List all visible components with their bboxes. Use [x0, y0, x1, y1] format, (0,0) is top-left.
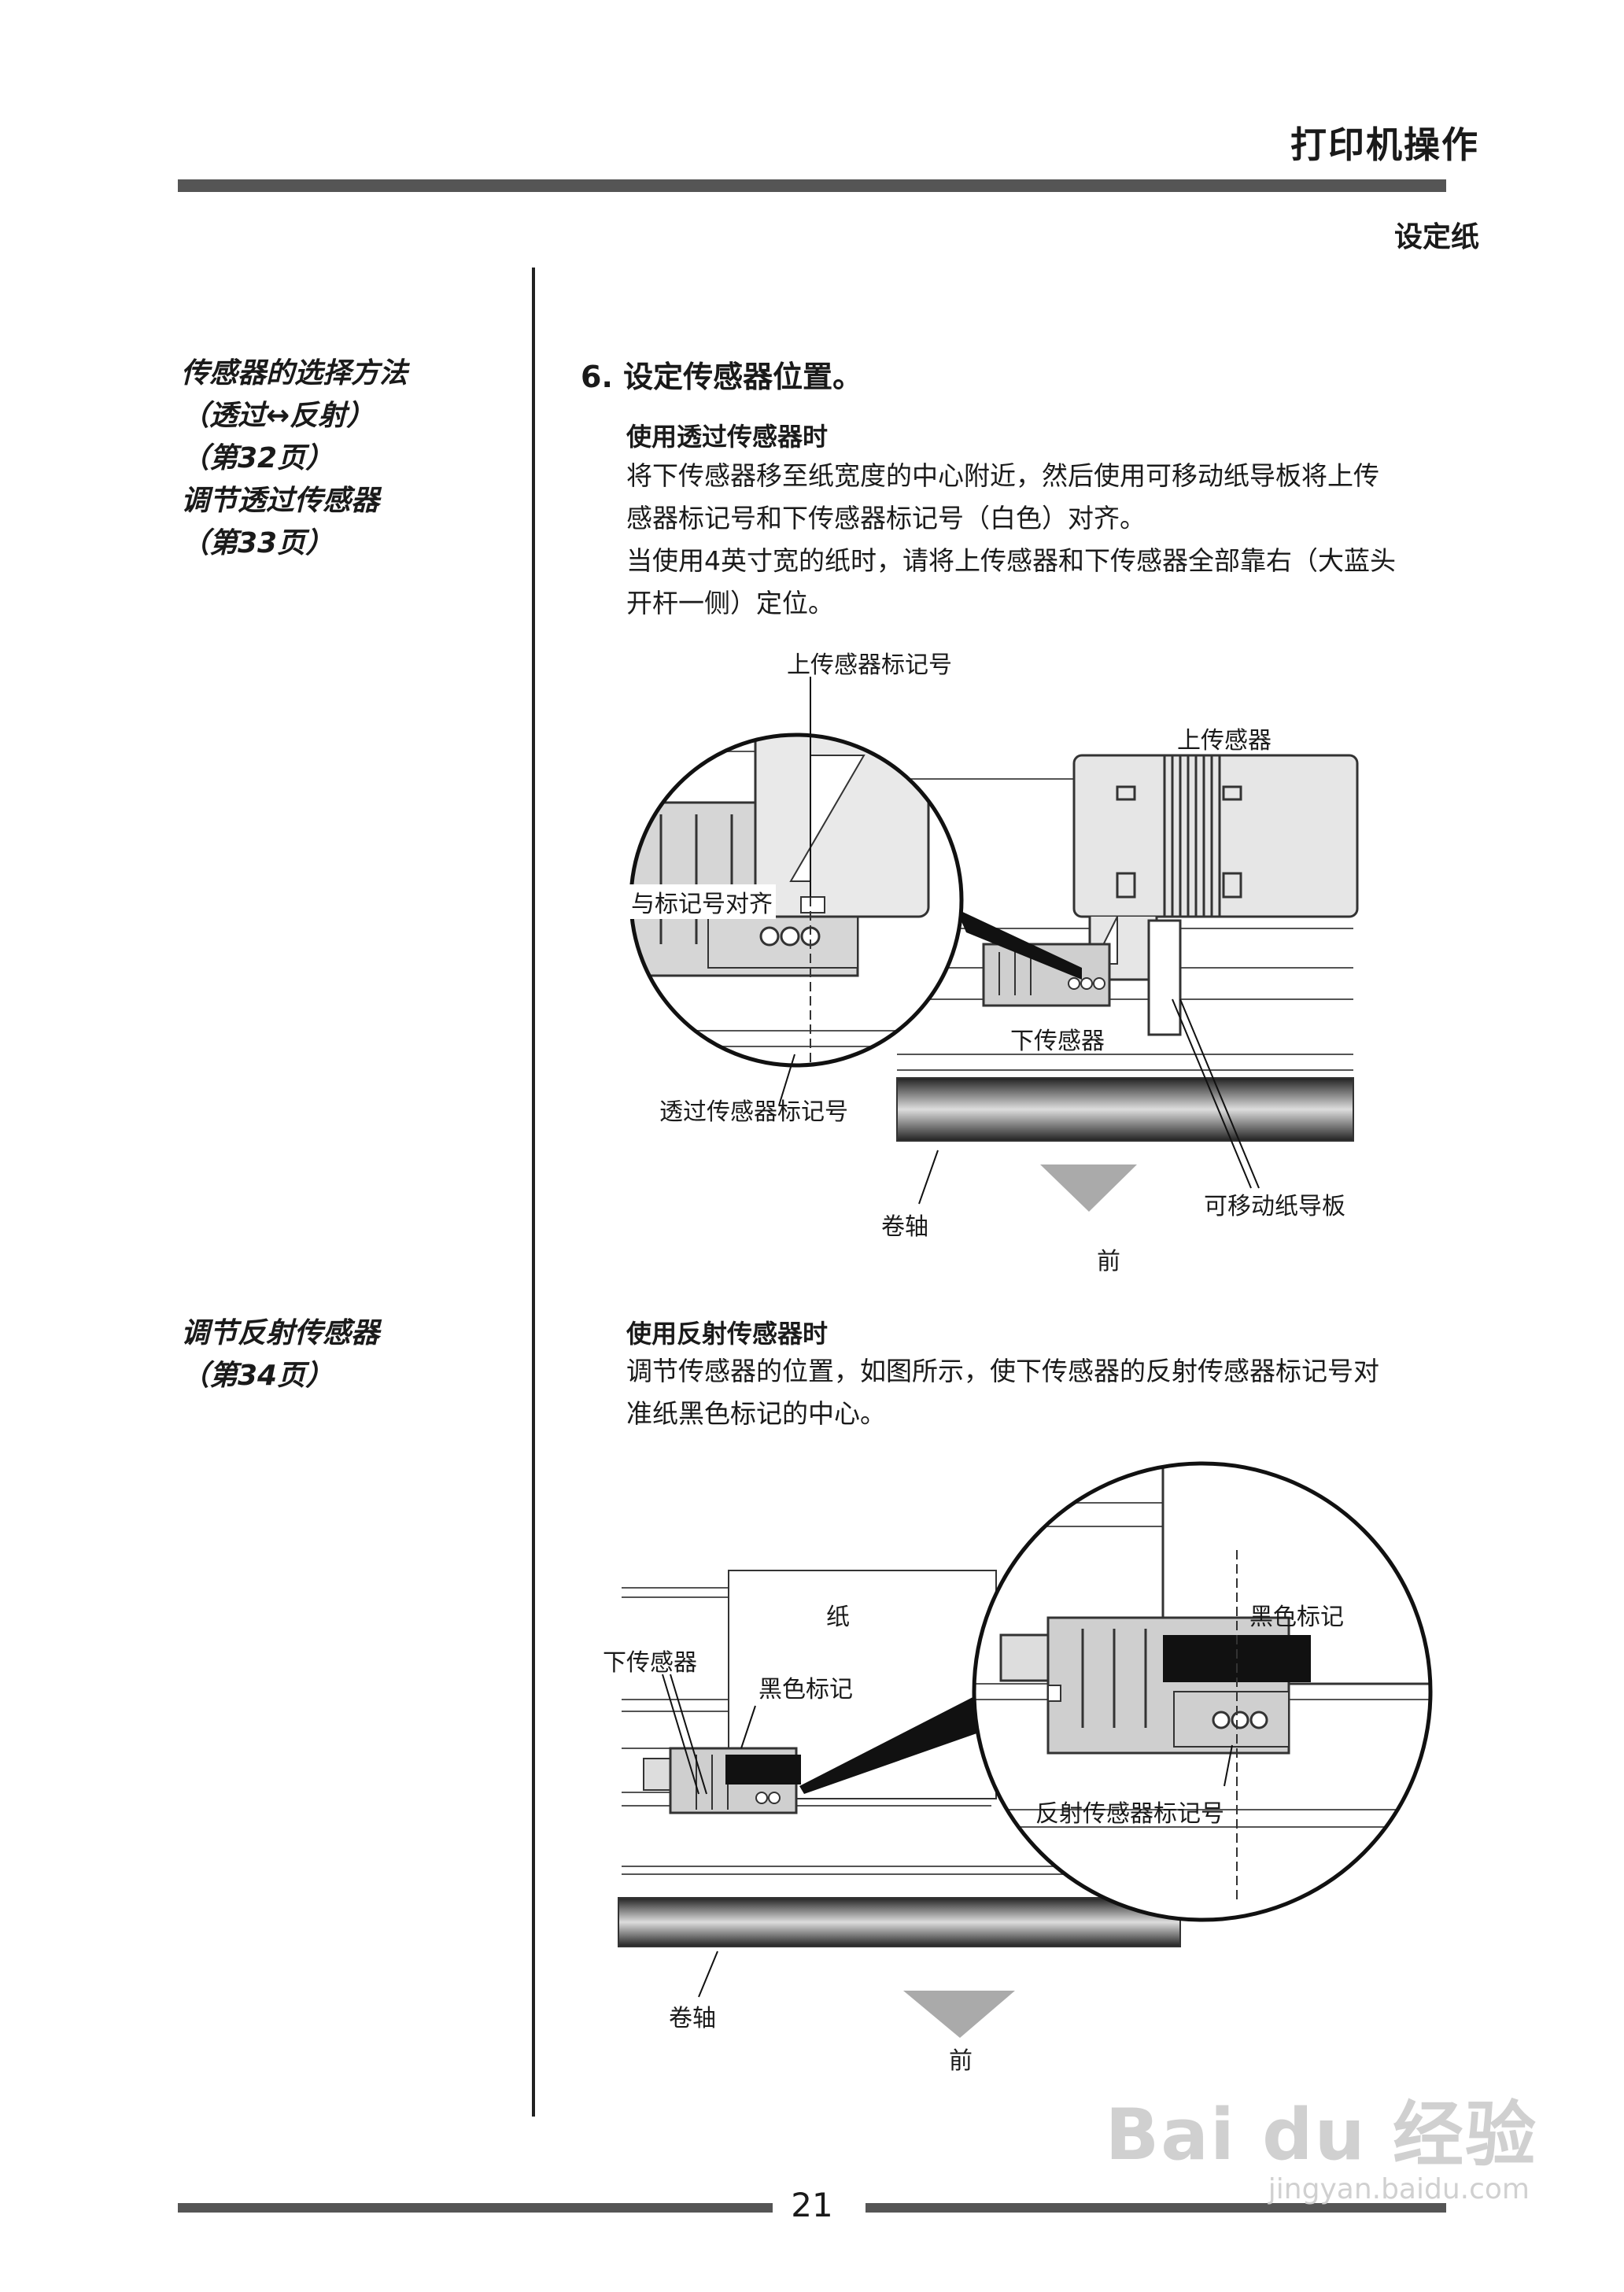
watermark-url: jingyan.baidu.com [1268, 2173, 1530, 2205]
side-note-line: （第33页） [181, 527, 334, 559]
section-title: 设定纸 [1393, 221, 1479, 253]
label-black-mark: 黑色标记 [758, 1676, 853, 1703]
transmission-paragraph: 将下传感器移至纸宽度的中心附近，然后使用可移动纸导板将上传 感器标记号和下传感器… [626, 455, 1452, 625]
column-divider [532, 268, 535, 2117]
side-note-line: （第34页） [181, 1360, 334, 1392]
paragraph-line: 感器标记号和下传感器标记号（白色）对齐。 [626, 503, 1146, 533]
label-paper: 纸 [826, 1604, 850, 1631]
label-front: 前 [1097, 1248, 1120, 1275]
leader-lines [662, 1674, 1233, 1998]
transmission-figure [629, 677, 1359, 1212]
label-paper-guide: 可移动纸导板 [1204, 1193, 1345, 1220]
label-front: 前 [949, 2047, 973, 2075]
paragraph-line: 准纸黑色标记的中心。 [626, 1398, 886, 1429]
black-mark [725, 1755, 801, 1785]
zoom-wedge [799, 1692, 984, 1794]
page-header-title: 打印机操作 [1290, 124, 1479, 166]
side-note-line: 传感器的选择方法 [181, 357, 408, 389]
leader-lines [778, 677, 1260, 1205]
watermark-logo: Bai du 经验 [1105, 2094, 1537, 2176]
footer-rule-left [178, 2203, 773, 2213]
roller [618, 1897, 1181, 1947]
paragraph-line: 开杆一侧）定位。 [626, 588, 834, 618]
paragraph-line: 当使用4英寸宽的纸时，请将上传感器和下传感器全部靠右（大蓝头 [626, 545, 1396, 576]
paragraph-line: 调节传感器的位置，如图所示，使下传感器的反射传感器标记号对 [626, 1356, 1379, 1386]
side-note-line: 调节透过传感器 [181, 485, 380, 517]
zoom-circle [972, 1461, 1433, 1922]
side-note-line: （第32页） [181, 442, 334, 474]
upper-sensor [1072, 754, 1359, 981]
label-lower-sensor: 下传感器 [1010, 1028, 1105, 1055]
footer-rule-right [866, 2203, 1446, 2213]
reflection-paragraph: 调节传感器的位置，如图所示，使下传感器的反射传感器标记号对 准纸黑色标记的中心。 [626, 1350, 1452, 1435]
side-note-transmission: 传感器的选择方法 （透过↔反射） （第32页） 调节透过传感器 （第33页） [181, 352, 408, 565]
header-rule [178, 179, 1446, 192]
side-note-reflection: 调节反射传感器 （第34页） [181, 1312, 379, 1397]
front-arrow [1040, 1164, 1137, 1212]
reflection-figure [618, 1461, 1433, 2038]
front-arrow [903, 1991, 1015, 2038]
step-title: 6. 设定传感器位置。 [581, 360, 863, 394]
side-note-line: 调节反射传感器 [181, 1317, 380, 1349]
side-note-line: （透过↔反射） [181, 400, 375, 432]
reflection-subtitle: 使用反射传感器时 [626, 1319, 829, 1349]
label-lower-sensor: 下传感器 [603, 1649, 697, 1677]
paper-guide [1147, 919, 1182, 1036]
label-reflection-mark: 反射传感器标记号 [1035, 1800, 1224, 1828]
transmission-subtitle: 使用透过传感器时 [626, 422, 829, 452]
label-upper-sensor: 上传感器 [1177, 727, 1272, 755]
label-roller: 卷轴 [669, 2005, 716, 2032]
label-roller: 卷轴 [881, 1213, 928, 1241]
label-transmission-mark: 透过传感器标记号 [659, 1098, 848, 1126]
zoom-wedge [956, 909, 1082, 980]
paragraph-line: 将下传感器移至纸宽度的中心附近，然后使用可移动纸导板将上传 [626, 460, 1379, 491]
roller [896, 1077, 1354, 1142]
label-upper-sensor-mark: 上传感器标记号 [787, 651, 952, 679]
label-align-marks: 与标记号对齐 [628, 884, 776, 919]
label-black-mark-zoom: 黑色标记 [1249, 1604, 1344, 1631]
page-number: 21 [791, 2186, 833, 2224]
